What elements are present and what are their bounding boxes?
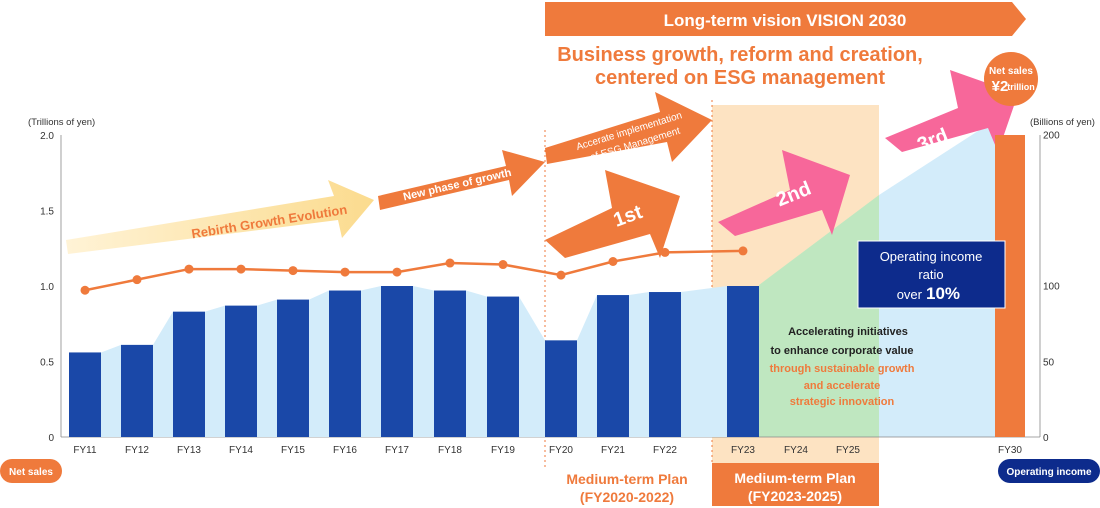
initiatives-line4: and accelerate xyxy=(804,380,880,392)
x-tick-fy20: FY20 xyxy=(549,445,573,456)
x-tick-fy30: FY30 xyxy=(998,445,1022,456)
x-tick-fy15: FY15 xyxy=(281,445,305,456)
bar-fy22 xyxy=(649,292,681,437)
oi-point-fy15 xyxy=(288,266,298,276)
right-tick-50: 50 xyxy=(1043,357,1055,368)
initiatives-text: Accelerating initiatives to enhance corp… xyxy=(770,326,915,408)
plan1-period: (FY2020-2022) xyxy=(580,489,674,505)
net-sales-target-badge: Net sales ¥2 trillion xyxy=(984,52,1038,106)
ratio-pct: 10% xyxy=(926,284,960,303)
oi-point-fy21 xyxy=(608,257,618,267)
plan2-period: (FY2023-2025) xyxy=(748,488,842,504)
badge-yen: ¥2 xyxy=(992,78,1009,95)
oi-point-fy14 xyxy=(236,264,246,274)
x-tick-fy12: FY12 xyxy=(125,445,149,456)
badge-trillion: trillion xyxy=(1007,82,1035,92)
oi-point-fy16 xyxy=(340,267,350,277)
left-tick-1.0: 1.0 xyxy=(40,282,54,293)
x-tick-fy18: FY18 xyxy=(438,445,462,456)
x-tick-fy24: FY24 xyxy=(784,445,808,456)
bar-fy18 xyxy=(434,290,466,437)
new-phase-label: New phase of growth xyxy=(402,167,513,204)
x-tick-fy16: FY16 xyxy=(333,445,357,456)
initiatives-line3: through sustainable growth xyxy=(770,363,915,375)
oi-point-fy22 xyxy=(660,247,670,257)
x-tick-fy13: FY13 xyxy=(177,445,201,456)
ratio-over: over xyxy=(897,287,923,302)
plan2-title: Medium-term Plan xyxy=(734,470,855,486)
initiatives-line1: Accelerating initiatives xyxy=(788,326,908,338)
x-tick-fy17: FY17 xyxy=(385,445,409,456)
legend-operating-income-label: Operating income xyxy=(1006,467,1091,478)
vision-banner: Long-term vision VISION 2030 xyxy=(545,2,1026,36)
right-tick-200: 200 xyxy=(1043,130,1060,141)
left-tick-0.5: 0.5 xyxy=(40,358,54,369)
rebirth-arrow: Rebirth Growth Evolution xyxy=(66,180,374,254)
oi-point-fy18 xyxy=(445,258,455,268)
bar-fy19 xyxy=(487,296,519,437)
x-tick-fy22: FY22 xyxy=(653,445,677,456)
ratio-line2: ratio xyxy=(918,267,943,282)
headline-line1: Business growth, reform and creation, xyxy=(557,44,923,66)
badge-line1: Net sales xyxy=(989,66,1033,77)
oi-point-fy19 xyxy=(498,260,508,270)
vision-banner-label: Long-term vision VISION 2030 xyxy=(664,11,907,30)
left-axis-title: (Trillions of yen) xyxy=(28,117,95,128)
oi-point-fy20 xyxy=(556,270,566,280)
bar-fy21 xyxy=(597,295,629,437)
bar-fy13 xyxy=(173,311,205,437)
bar-fy20 xyxy=(545,340,577,437)
legend-operating-income: Operating income xyxy=(998,459,1100,483)
legend-net-sales: Net sales xyxy=(0,459,62,483)
initiatives-line2: to enhance corporate value xyxy=(770,345,913,357)
oi-point-fy13 xyxy=(184,264,194,274)
right-tick-100: 100 xyxy=(1043,282,1060,293)
x-tick-fy21: FY21 xyxy=(601,445,625,456)
bar-fy16 xyxy=(329,290,361,437)
x-tick-fy14: FY14 xyxy=(229,445,253,456)
plan1-title: Medium-term Plan xyxy=(566,471,687,487)
x-tick-fy19: FY19 xyxy=(491,445,515,456)
oi-point-fy23 xyxy=(738,246,748,256)
x-tick-fy23: FY23 xyxy=(731,445,755,456)
oi-point-fy11 xyxy=(80,285,90,295)
x-tick-fy11: FY11 xyxy=(73,445,97,456)
x-tick-fy25: FY25 xyxy=(836,445,860,456)
bar-fy23 xyxy=(727,286,759,437)
bar-fy15 xyxy=(277,299,309,437)
plan2-box xyxy=(712,463,879,506)
right-tick-0: 0 xyxy=(1043,433,1049,444)
right-axis-title: (Billions of yen) xyxy=(1030,117,1095,128)
operating-income-ratio-box: Operating income ratio over 10% xyxy=(857,240,1006,309)
bar-fy12 xyxy=(121,344,153,437)
bar-fy14 xyxy=(225,305,257,437)
legend-net-sales-label: Net sales xyxy=(9,467,53,478)
ratio-line1: Operating income xyxy=(880,249,983,264)
initiatives-line5: strategic innovation xyxy=(790,396,895,408)
left-tick-2.0: 2.0 xyxy=(40,131,54,142)
left-tick-0: 0 xyxy=(48,433,54,444)
growth-wedge-green xyxy=(759,195,879,437)
left-tick-1.5: 1.5 xyxy=(40,207,54,218)
esg-arrow: Accerate implementation of ESG Managemen… xyxy=(545,92,712,164)
first-arrow: 1st xyxy=(545,170,680,258)
bar-fy17 xyxy=(381,286,413,437)
oi-point-fy12 xyxy=(132,275,142,285)
headline-line2: centered on ESG management xyxy=(595,67,885,89)
bar-fy11 xyxy=(69,352,101,437)
oi-point-fy17 xyxy=(392,267,402,277)
new-phase-arrow: New phase of growth xyxy=(378,150,545,210)
operating-income-line xyxy=(84,249,744,292)
